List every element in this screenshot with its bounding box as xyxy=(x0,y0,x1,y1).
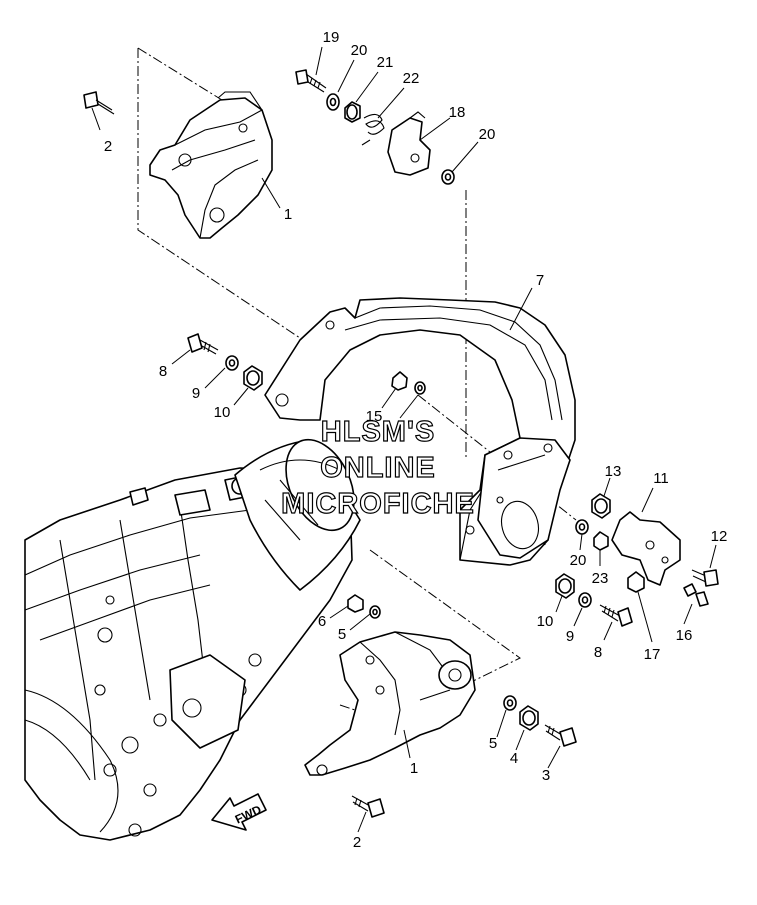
watermark-line-1: HLSM'S xyxy=(321,416,435,448)
callout-12: 12 xyxy=(711,528,728,545)
bushing-21 xyxy=(344,101,361,123)
callout-10: 10 xyxy=(214,404,231,421)
fasteners xyxy=(83,69,719,818)
callout-20: 20 xyxy=(479,126,496,143)
callout-13: 13 xyxy=(605,463,622,480)
collar-13 xyxy=(591,493,611,519)
bolt-16 xyxy=(683,583,709,607)
callout-17: 17 xyxy=(644,646,661,663)
callout-16: 16 xyxy=(676,627,693,644)
watermark-line-2: ONLINE xyxy=(320,452,436,484)
callout-4: 4 xyxy=(510,750,518,767)
callout-18: 18 xyxy=(449,104,466,121)
callout-5: 5 xyxy=(338,626,346,643)
nut-17 xyxy=(627,571,645,593)
bolt-2a xyxy=(83,91,115,115)
collar-10a xyxy=(243,365,263,391)
callout-23: 23 xyxy=(592,570,609,587)
spring-22 xyxy=(361,113,385,146)
callout-1: 1 xyxy=(284,206,292,223)
collar-10b xyxy=(555,573,575,599)
callout-19: 19 xyxy=(323,29,340,46)
part-11-plate xyxy=(611,511,681,586)
leader-lines xyxy=(91,46,717,833)
nut-15 xyxy=(391,371,408,391)
bolt-19 xyxy=(295,69,327,93)
callout-20: 20 xyxy=(570,552,587,569)
callout-6: 6 xyxy=(318,613,326,630)
part-1-lower-bracket xyxy=(304,631,476,776)
callout-5: 5 xyxy=(489,735,497,752)
callout-15: 15 xyxy=(366,408,383,425)
collar-4 xyxy=(519,705,539,731)
bolt-8a xyxy=(187,333,219,355)
callout-2: 2 xyxy=(353,834,361,851)
callout-8: 8 xyxy=(159,363,167,380)
part-7-bracket xyxy=(264,297,576,566)
nut-23 xyxy=(593,531,609,551)
nut-6 xyxy=(347,594,364,613)
callout-9: 9 xyxy=(566,628,574,645)
callout-21: 21 xyxy=(377,54,394,71)
callout-10: 10 xyxy=(537,613,554,630)
callout-20: 20 xyxy=(351,42,368,59)
bolt-2b xyxy=(351,795,385,818)
part-1-upper-bracket xyxy=(149,91,273,239)
engine-block xyxy=(24,467,353,841)
jet-pump-housing xyxy=(234,438,361,591)
callout-3: 3 xyxy=(542,767,550,784)
callout-1: 1 xyxy=(410,760,418,777)
callout-11: 11 xyxy=(653,470,669,487)
callout-8: 8 xyxy=(594,644,602,661)
callout-numbers: 19 20 21 22 18 20 2 1 7 8 9 10 15 13 11 … xyxy=(104,29,728,851)
callout-2: 2 xyxy=(104,138,112,155)
callout-22: 22 xyxy=(403,70,420,87)
part-18-clip xyxy=(387,111,431,176)
fwd-arrow-icon: FWD xyxy=(211,793,267,831)
bolt-8b xyxy=(599,604,633,627)
watermark: HLSM'S ONLINE MICROFICHE xyxy=(281,415,475,520)
callout-9: 9 xyxy=(192,385,200,402)
bolt-3 xyxy=(544,724,577,747)
callout-7: 7 xyxy=(536,272,544,289)
bolt-12 xyxy=(691,569,719,587)
watermark-line-3: MICROFICHE xyxy=(281,488,475,520)
